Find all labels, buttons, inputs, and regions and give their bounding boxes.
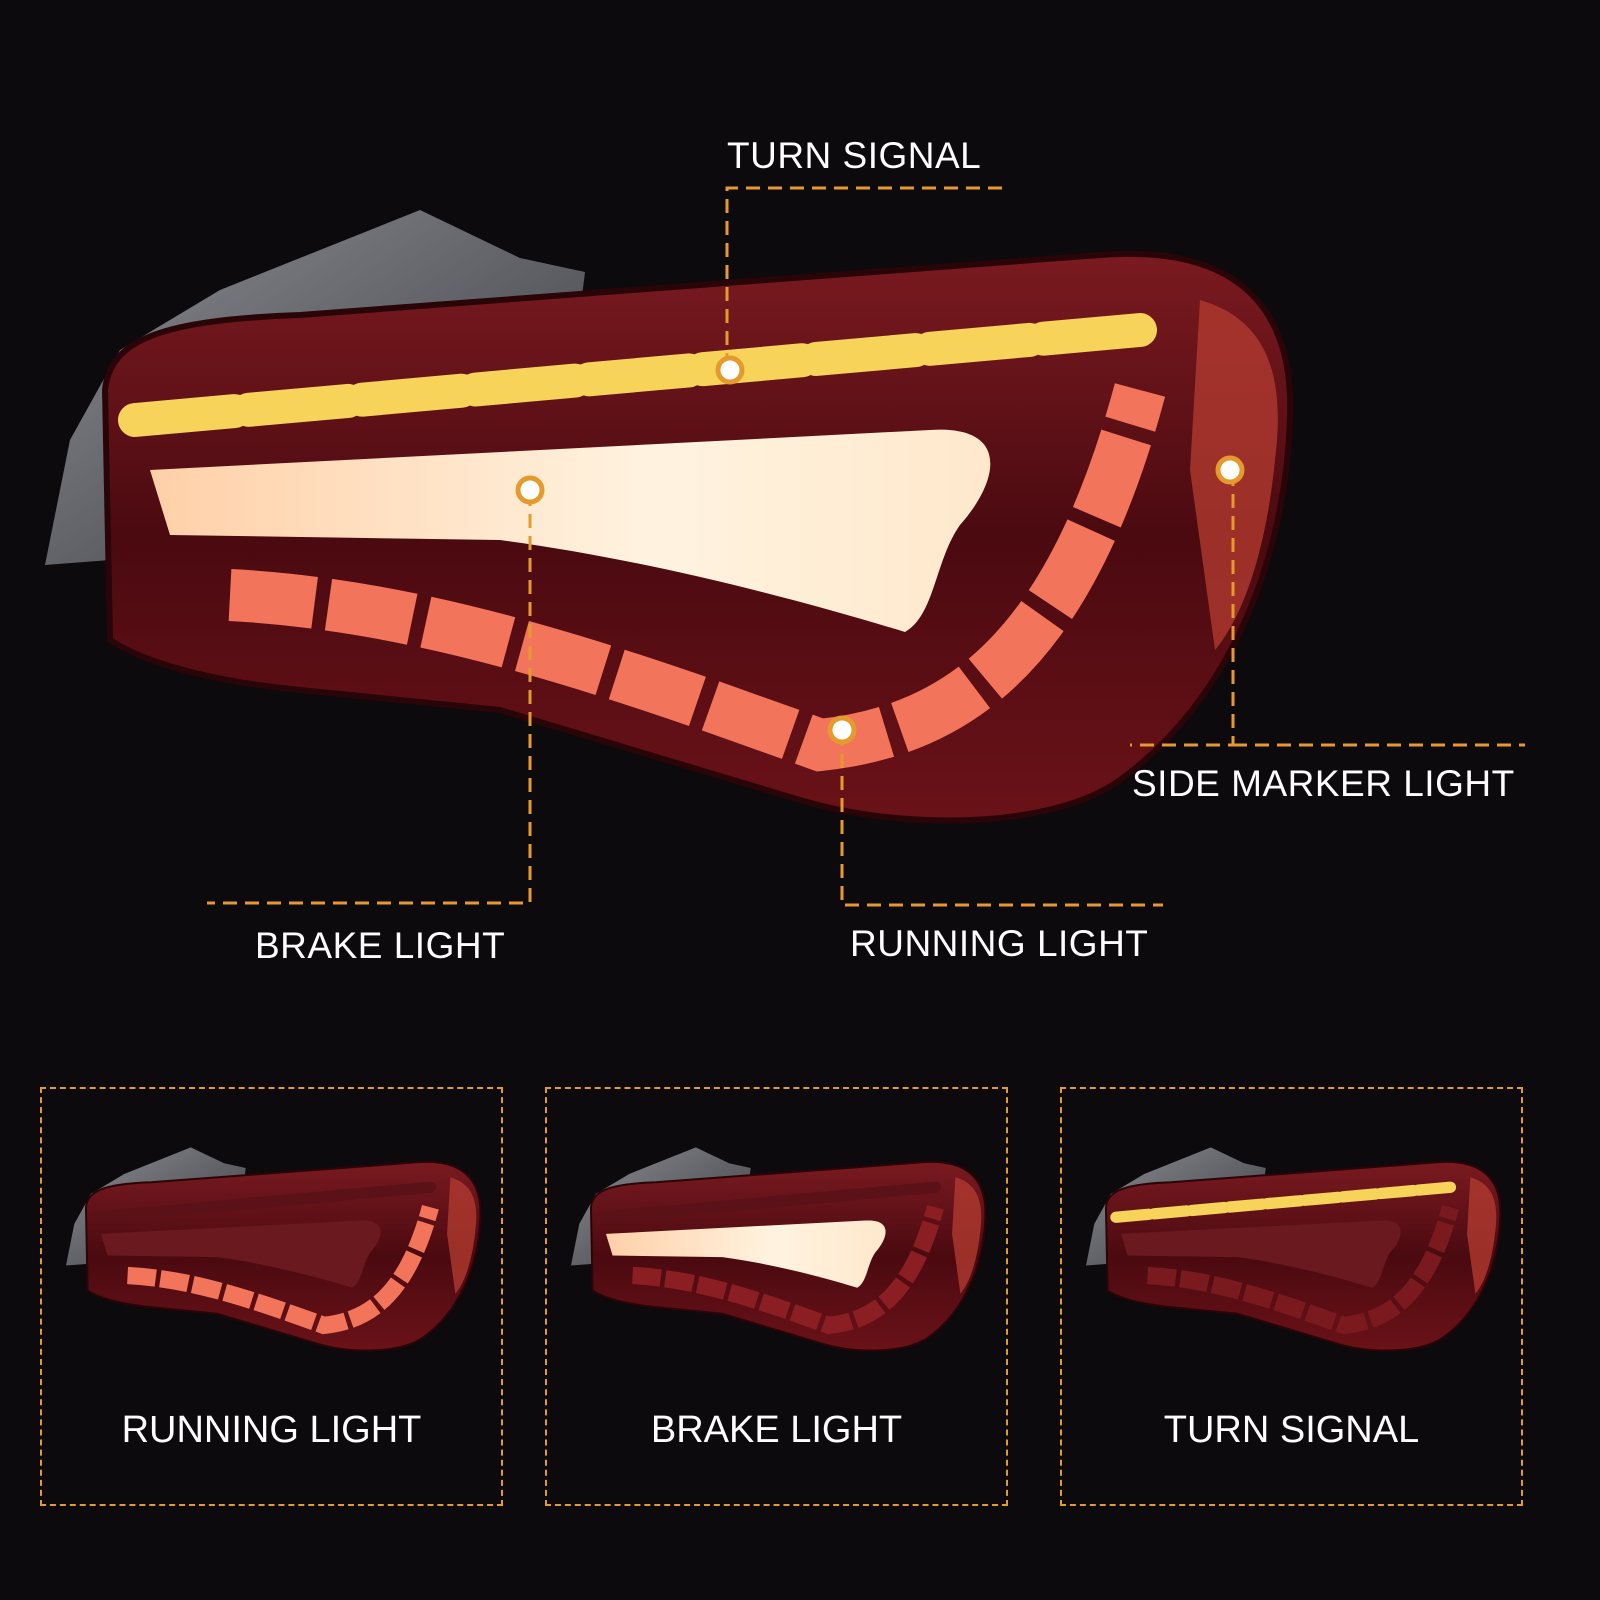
panel-turn-signal: TURN SIGNAL bbox=[1060, 1087, 1523, 1506]
panel-label: BRAKE LIGHT bbox=[650, 1409, 903, 1451]
callout-turn-signal: TURN SIGNAL bbox=[727, 135, 982, 176]
brake-light-dot bbox=[515, 475, 545, 505]
turn-signal-leader-line bbox=[725, 186, 1002, 368]
callout-running-light: RUNNING LIGHT bbox=[850, 923, 1149, 964]
running-light-leader-line bbox=[840, 732, 1163, 907]
panel-label: RUNNING LIGHT bbox=[121, 1409, 422, 1451]
panel-running-light: RUNNING LIGHT bbox=[40, 1087, 503, 1506]
callout-brake-light: BRAKE LIGHT bbox=[255, 925, 506, 966]
main-tail-light-image bbox=[45, 210, 1290, 820]
brake-light-leader-line bbox=[207, 492, 532, 905]
panel-brake-light: BRAKE LIGHT bbox=[545, 1087, 1008, 1506]
callout-dots bbox=[515, 355, 1245, 745]
callout-lines bbox=[207, 186, 1525, 907]
side-marker-dot bbox=[1215, 455, 1245, 485]
running-light-dot bbox=[827, 715, 857, 745]
callout-side-marker-light: SIDE MARKER LIGHT bbox=[1132, 763, 1515, 804]
side-marker-leader-line bbox=[1130, 472, 1525, 747]
panel-label: TURN SIGNAL bbox=[1163, 1409, 1420, 1451]
turn-signal-dot bbox=[715, 355, 745, 385]
